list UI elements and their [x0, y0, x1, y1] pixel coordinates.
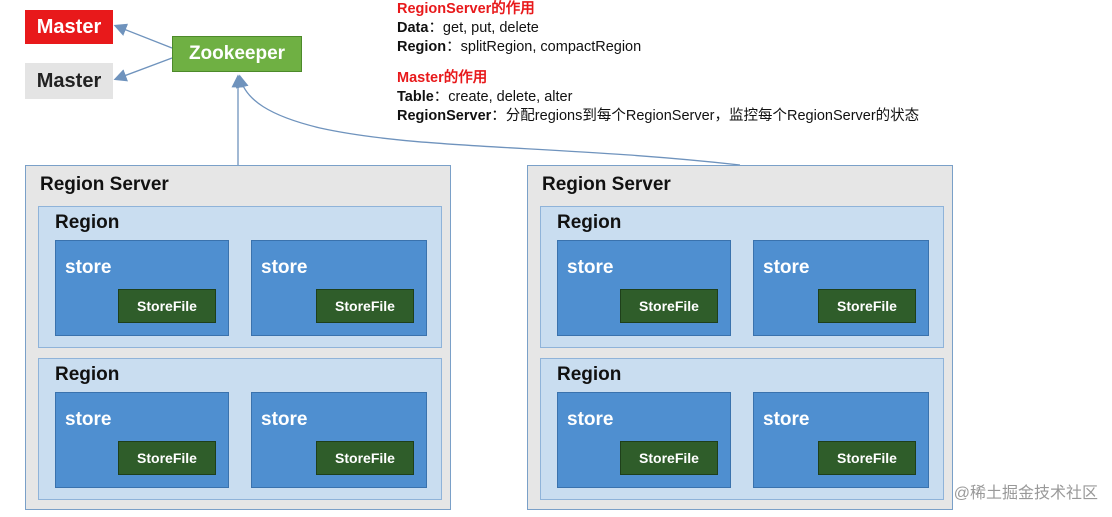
- storefile-box: StoreFile: [818, 289, 916, 323]
- m-table-key: Table: [397, 89, 434, 105]
- store-label: store: [261, 257, 308, 278]
- region-server-title: Region Server: [542, 174, 671, 195]
- storefile-box: StoreFile: [316, 441, 414, 475]
- region-2-2: Region store StoreFile store StoreFile: [540, 358, 944, 500]
- region-title: Region: [557, 212, 622, 233]
- region-title: Region: [55, 364, 120, 385]
- zk-to-master-active-arrow: [113, 23, 173, 49]
- m-rs-line: RegionServer：分配regions到每个RegionServer，监控…: [397, 107, 1097, 126]
- store-label: store: [567, 409, 614, 430]
- watermark: @稀土掘金技术社区: [953, 485, 1098, 502]
- master-role-heading: Master的作用: [397, 70, 488, 86]
- zookeeper-label: Zookeeper: [188, 43, 286, 64]
- store-label: store: [261, 409, 308, 430]
- region-server-1: Region Server Region store StoreFile sto…: [25, 165, 451, 510]
- region-1-1: Region store StoreFile store StoreFile: [38, 206, 442, 348]
- store-label: store: [763, 257, 810, 278]
- store-box: store StoreFile: [753, 392, 929, 488]
- store-box: store StoreFile: [55, 240, 229, 336]
- store-label: store: [763, 409, 810, 430]
- storefile-box: StoreFile: [118, 289, 216, 323]
- master-active-node: Master: [25, 10, 113, 44]
- region-server-2: Region Server Region store StoreFile sto…: [527, 165, 953, 510]
- store-box: store StoreFile: [753, 240, 929, 336]
- region-1-2: Region store StoreFile store StoreFile: [38, 358, 442, 500]
- rs-region-key: Region: [397, 39, 447, 55]
- store-label: store: [65, 257, 112, 278]
- rs2-to-zk-arrow: [235, 74, 741, 166]
- storefile-box: StoreFile: [620, 441, 718, 475]
- store-box: store StoreFile: [251, 392, 427, 488]
- role-description: RegionServer的作用 Data：get, put, delete Re…: [397, 0, 1097, 126]
- m-table-value: ：create, delete, alter: [433, 89, 573, 105]
- store-box: store StoreFile: [557, 392, 731, 488]
- storefile-box: StoreFile: [316, 289, 414, 323]
- rs-region-value: ：splitRegion, compactRegion: [446, 39, 642, 55]
- region-title: Region: [55, 212, 120, 233]
- master-standby-label: Master: [36, 69, 102, 92]
- m-rs-value: ：分配regions到每个RegionServer，监控每个RegionServ…: [491, 108, 920, 124]
- master-standby-node: Master: [25, 63, 113, 99]
- rs-data-key: Data: [397, 20, 429, 36]
- master-active-label: Master: [36, 15, 102, 38]
- store-label: store: [65, 409, 112, 430]
- store-box: store StoreFile: [251, 240, 427, 336]
- rs-region-line: Region：splitRegion, compactRegion: [397, 38, 1097, 57]
- store-label: store: [567, 257, 614, 278]
- m-table-line: Table：create, delete, alter: [397, 88, 1097, 107]
- regionserver-role-heading: RegionServer的作用: [397, 1, 535, 17]
- store-box: store StoreFile: [557, 240, 731, 336]
- storefile-box: StoreFile: [620, 289, 718, 323]
- storefile-box: StoreFile: [118, 441, 216, 475]
- rs-data-value: ：get, put, delete: [428, 20, 539, 36]
- region-2-1: Region store StoreFile store StoreFile: [540, 206, 944, 348]
- rs-data-line: Data：get, put, delete: [397, 19, 1097, 38]
- m-rs-key: RegionServer: [397, 108, 492, 124]
- region-title: Region: [557, 364, 622, 385]
- region-server-title: Region Server: [40, 174, 169, 195]
- zookeeper-node: Zookeeper: [172, 36, 302, 72]
- zk-to-master-standby-arrow: [113, 57, 173, 82]
- store-box: store StoreFile: [55, 392, 229, 488]
- storefile-box: StoreFile: [818, 441, 916, 475]
